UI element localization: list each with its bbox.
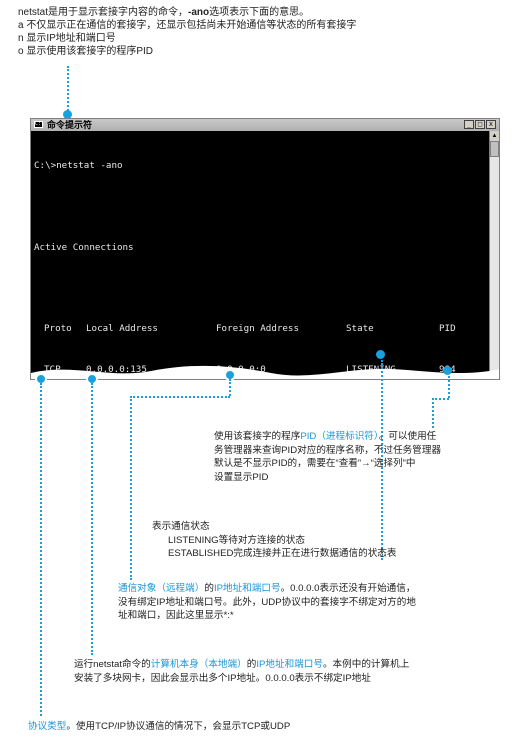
close-button[interactable]: x [486,120,496,129]
proto-annotation: 协议类型。使用TCP/IP协议通信的情况下，会显示TCP或UDP [28,721,291,732]
pid-leader-horizontal [432,398,449,400]
torn-edge [31,365,499,379]
minimize-button[interactable]: _ [464,120,474,129]
col-proto: Proto [44,323,72,335]
scroll-thumb[interactable] [490,141,499,157]
intro-line-1: netstat是用于显示套接字内容的命令，-ano选项表示下面的意思。 [18,7,310,18]
pid-marker-dot [443,366,452,375]
console-output: C:\>netstat -ano Active Connections Prot… [34,132,487,379]
state-annotation: 表示通信状态 LISTENING等待对方连接的状态 ESTABLISHED完成连… [152,521,397,559]
col-state: State [346,323,374,335]
state-marker-dot [376,350,385,359]
column-header-row: Proto Local Address Foreign Address Stat… [34,322,487,336]
foreign-annotation: 通信对象（远程端）的IP地址和端口号。0.0.0.0表示还没有开始通信， 没有绑… [118,583,416,621]
intro-leader-line [67,66,69,114]
section-heading: Active Connections [34,241,134,253]
window-title: 命令提示符 [47,120,93,130]
local-leader-line [91,383,93,655]
pid-term: PID（进程标识符） [300,431,379,442]
pid-leader-vertical [448,376,450,398]
col-pid: PID [439,323,456,335]
col-local-address: Local Address [86,323,158,335]
command-line: C:\>netstat -ano [34,160,123,172]
proto-term: 协议类型 [28,721,67,732]
col-foreign-address: Foreign Address [216,323,299,335]
proto-leader-line [40,383,42,716]
intro-line-3: n 显示IP地址和端口号 [18,33,116,44]
local-term: 计算机本身（本地端） [150,659,247,670]
maximize-button[interactable]: □ [475,120,485,129]
foreign-term: 通信对象（远程端） [118,583,205,594]
foreign-leader-down [130,396,132,580]
command-prompt-window: C:\ 命令提示符 _ □ x C:\>netstat -ano Active … [30,118,500,380]
foreign-leader-vertical [229,379,231,396]
pid-leader-down [432,398,434,428]
intro-text: netstat是用于显示套接字内容的命令，-ano选项表示下面的意思。 a 不仅… [18,6,356,58]
option-flag: -ano [188,7,210,18]
pid-annotation: 使用该套接字的程序PID（进程标识符）。可以使用任 务管理器来查询PID对应的程… [214,431,442,483]
vertical-scrollbar[interactable]: ▲ [489,131,499,379]
console-icon: C:\ [34,121,45,128]
intro-line-2: a 不仅显示正在通信的套接字，还显示包括尚未开始通信等状态的所有套接字 [18,20,357,31]
local-annotation: 运行netstat命令的计算机本身（本地端）的IP地址和端口号。本例中的计算机上… [74,659,410,684]
state-leader-line [381,360,383,560]
intro-line-4: o 显示使用该套接字的程序PID [18,46,154,57]
intro-leader-dot [63,110,72,119]
window-controls: _ □ x [464,120,496,129]
window-titlebar[interactable]: C:\ 命令提示符 _ □ x [31,119,499,131]
cell-local-address: 0.0.0.0:135 [86,364,147,376]
cell-proto: TCP [44,364,61,376]
foreign-leader-horizontal [130,396,230,398]
